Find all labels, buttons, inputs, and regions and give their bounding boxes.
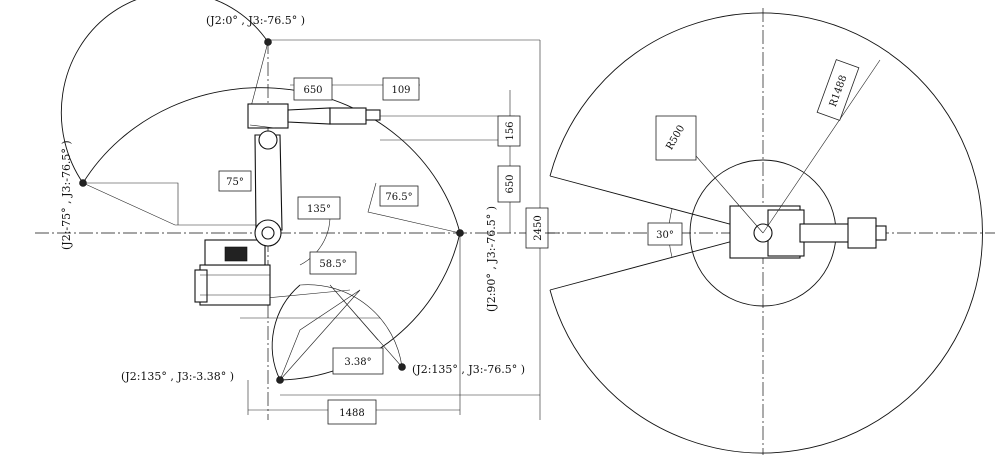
robot-base xyxy=(194,239,271,306)
dim-1488: 1488 xyxy=(327,399,377,425)
svg-text:30°: 30° xyxy=(656,230,674,241)
top-outer-circle xyxy=(549,12,983,454)
reach-line-left-2 xyxy=(83,182,179,225)
workspace-lower-arc-2 xyxy=(299,284,403,368)
top-robot xyxy=(729,205,887,259)
top-notch-edge-upper xyxy=(549,175,764,234)
angle-75: 75° xyxy=(218,170,252,192)
svg-text:109: 109 xyxy=(391,85,410,96)
pose-point-left xyxy=(79,179,87,187)
dim-650-top: 650 xyxy=(293,77,333,101)
radius-label-inner: R500 xyxy=(655,115,697,161)
angle-3-38: 3.38° xyxy=(332,347,384,375)
workspace-outer-arc xyxy=(82,87,461,381)
r1488-leader xyxy=(762,59,881,234)
svg-text:76.5°: 76.5° xyxy=(385,192,412,203)
reach-line-right xyxy=(367,182,461,234)
dim-650-right: 650 xyxy=(497,165,521,203)
top-view: R1488 R500 30° xyxy=(545,8,995,455)
robot-upper-arm xyxy=(247,103,381,129)
pose-label-top: (J2:0° , J3:-76.5° ) xyxy=(206,14,305,27)
pose-point-top xyxy=(264,38,272,46)
angle-58-5: 58.5° xyxy=(309,251,357,275)
pose-label-right: (J2:90° , J3:-76.5° ) xyxy=(485,206,498,312)
svg-text:156: 156 xyxy=(505,121,516,140)
workspace-inner-arc xyxy=(299,214,331,266)
svg-text:3.38°: 3.38° xyxy=(344,357,371,368)
dim-109: 109 xyxy=(382,77,420,101)
svg-text:1488: 1488 xyxy=(339,408,364,419)
reach-line-bottom-right xyxy=(329,284,403,368)
workspace-lower-arc xyxy=(271,284,301,381)
side-view: 650 109 156 650 2450 1488 75° 135 xyxy=(35,0,560,425)
pose-label-left: (J2:-75° , J3:-76.5° ) xyxy=(60,140,73,250)
svg-text:58.5°: 58.5° xyxy=(319,259,346,270)
dim-2450: 2450 xyxy=(525,207,549,249)
pose-point-bottom-left xyxy=(276,376,284,384)
robot-lower-arm xyxy=(254,130,283,247)
pose-point-bottom-right xyxy=(398,363,406,371)
angle-76-5: 76.5° xyxy=(379,185,419,207)
angle-135: 135° xyxy=(297,196,341,220)
svg-text:2450: 2450 xyxy=(533,215,544,240)
radius-label-outer: R1488 xyxy=(816,59,860,121)
svg-text:650: 650 xyxy=(505,174,516,193)
angle-30: 30° xyxy=(647,222,683,246)
dim-156: 156 xyxy=(497,115,521,147)
reach-line-bottom-left xyxy=(279,289,361,381)
workspace-left-arc xyxy=(60,0,269,184)
svg-text:135°: 135° xyxy=(307,204,331,215)
reach-line-left xyxy=(82,182,258,226)
svg-text:75°: 75° xyxy=(226,177,244,188)
svg-text:650: 650 xyxy=(303,85,322,96)
pose-label-bottom-right: (J2:135° , J3:-76.5° ) xyxy=(412,363,525,376)
pose-label-bottom-left: (J2:135° , J3:-3.38° ) xyxy=(121,370,234,383)
top-notch-edge-lower xyxy=(549,232,764,291)
